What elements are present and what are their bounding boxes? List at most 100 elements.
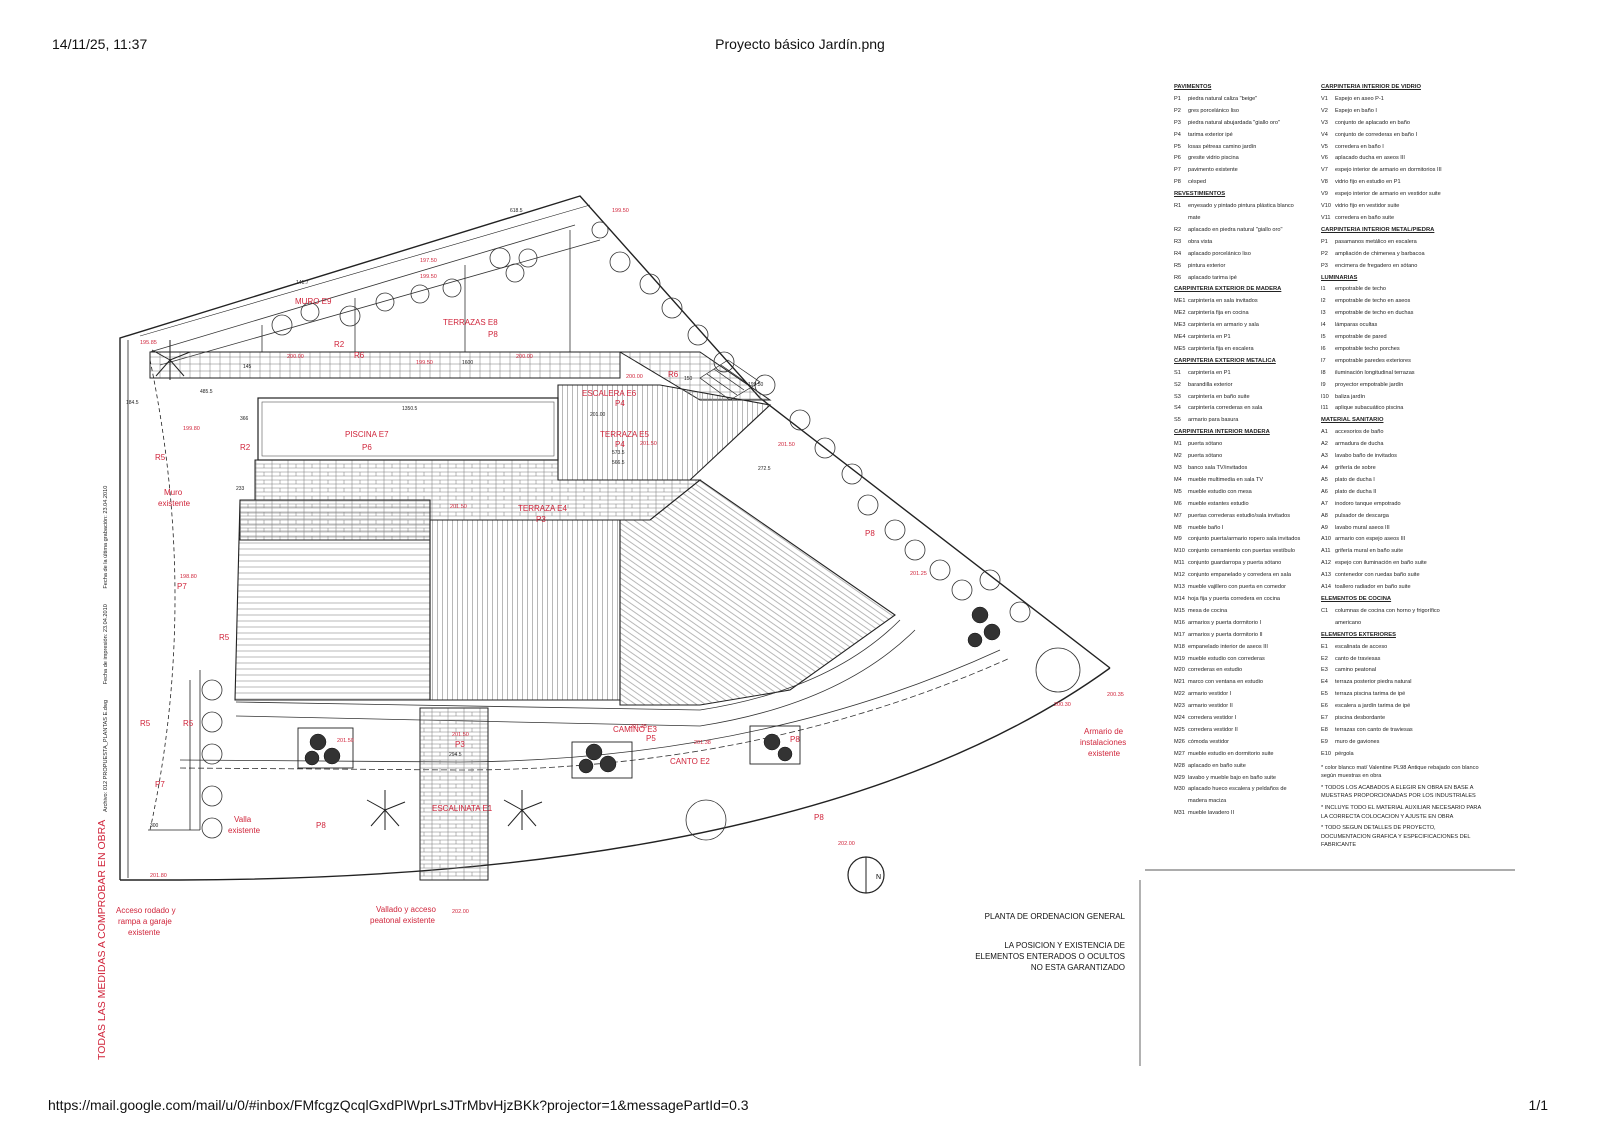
- label-muro-existente-2: existente: [158, 499, 191, 508]
- legend-item-text: camino peatonal: [1335, 667, 1377, 674]
- elevation-mark: 200.00: [287, 354, 304, 360]
- legend-item-code: ME4: [1174, 334, 1186, 341]
- drawing-info: Archivo: 012 PROPUESTA_PLANTAS E.dwg Fec…: [103, 472, 109, 812]
- legend-item-text: armario con espejo aseos III: [1335, 536, 1406, 543]
- legend-item-text: mueble baño I: [1188, 524, 1224, 531]
- legend-item-text: conjunto de correderas en baño I: [1335, 131, 1418, 138]
- legend-item-text: corredera en baño I: [1335, 143, 1384, 150]
- plan-disclaimer: LA POSICION Y EXISTENCIA DE ELEMENTOS EN…: [940, 940, 1125, 973]
- legend-item-text: espejo interior de armario en dormitorio…: [1335, 167, 1442, 174]
- legend-item-code: M23: [1174, 703, 1185, 710]
- legend-item-code: A3: [1321, 453, 1328, 460]
- elevation-mark: 201.50: [452, 732, 469, 738]
- legend-item-text: hoja fija y puerta corredera en cocina: [1188, 595, 1281, 602]
- label-r6: R6: [354, 351, 365, 360]
- legend-item-code: M5: [1174, 488, 1182, 495]
- legend-item: americano: [1321, 618, 1481, 630]
- label-valla-existente: Valla: [234, 815, 252, 824]
- stair-e6: [699, 359, 761, 401]
- legend-item-code: ME3: [1174, 322, 1186, 329]
- legend-item-code: I9: [1321, 381, 1326, 388]
- legend-item-text: empotrable de techo: [1335, 286, 1386, 293]
- label-p7: P7: [155, 780, 165, 789]
- legend-item-code: P2: [1321, 250, 1328, 257]
- legend-item-code: M28: [1174, 762, 1185, 769]
- legend-item-text: aplacado tarima ipé: [1188, 274, 1237, 281]
- label-r2: R2: [240, 443, 251, 452]
- legend-item-text: grifería mural en baño suite: [1335, 548, 1404, 555]
- legend-item-code: E9: [1321, 738, 1328, 745]
- legend-item-text: canto de traviesas: [1335, 655, 1381, 662]
- legend-item-text: aplacado en baño suite: [1188, 762, 1246, 769]
- legend-note: * TODO SEGUN DETALLES DE PROYECTO, DOCUM…: [1321, 825, 1471, 849]
- label-acceso-rodado-2: rampa a garaje: [118, 917, 172, 926]
- legend-item-code: M1: [1174, 441, 1182, 448]
- legend-item: mate: [1174, 213, 1319, 225]
- legend-item-code: E8: [1321, 726, 1328, 733]
- legend-item-code: S4: [1174, 405, 1181, 412]
- legend-item-code: I5: [1321, 334, 1326, 341]
- legend-item-text: lámparas ocultas: [1335, 322, 1378, 329]
- legend-item-text: barandilla exterior: [1188, 381, 1233, 388]
- legend-item-code: M17: [1174, 631, 1185, 638]
- dimension-value: 150: [684, 376, 693, 382]
- legend-item-text: carpintería en P1: [1188, 334, 1231, 341]
- label-p8: P8: [488, 330, 498, 339]
- elevation-mark: 201.50: [640, 441, 657, 447]
- legend-item-code: P1: [1321, 238, 1328, 245]
- legend-item-text: empanelado interior de aseos III: [1188, 643, 1268, 650]
- legend-item-code: P6: [1174, 155, 1181, 162]
- legend-item-code: V3: [1321, 119, 1328, 126]
- label-camino-e3: CAMINO E3: [613, 725, 658, 734]
- legend-item-text: contenedor con ruedas baño suite: [1335, 572, 1420, 579]
- legend-item-text: lavabo y mueble bajo en baño suite: [1188, 774, 1277, 781]
- legend-item-text: tarima exterior ipé: [1188, 131, 1233, 138]
- legend-item-text: armarios y puerta dormitorio I: [1188, 619, 1262, 626]
- label-vallado-acceso: Vallado y acceso: [376, 905, 436, 914]
- legend-item-code: I3: [1321, 310, 1326, 317]
- dimension-value: 199.50: [748, 382, 764, 388]
- legend-item-code: A8: [1321, 512, 1328, 519]
- plan-title: PLANTA DE ORDENACION GENERAL: [984, 912, 1125, 921]
- legend-item-code: M11: [1174, 560, 1185, 567]
- legend-item-code: M3: [1174, 465, 1182, 471]
- dimension-value: 618.5: [510, 208, 523, 214]
- legend-item-text: baliza jardín: [1335, 393, 1366, 400]
- legend-item-code: M13: [1174, 584, 1185, 591]
- legend-item-text: Espejo en aseo P-1: [1335, 95, 1384, 102]
- path-camino-e3: [179, 619, 1011, 771]
- legend-item-code: M10: [1174, 548, 1185, 555]
- dimension-value: 145: [243, 364, 252, 370]
- legend-item-text: carpintería correderas en sala: [1188, 405, 1263, 412]
- legend-item-text: correderas en estudio: [1188, 667, 1243, 674]
- legend-item-code: ME1: [1174, 298, 1186, 305]
- legend-item-code: M16: [1174, 619, 1185, 626]
- legend-item-code: V6: [1321, 155, 1328, 162]
